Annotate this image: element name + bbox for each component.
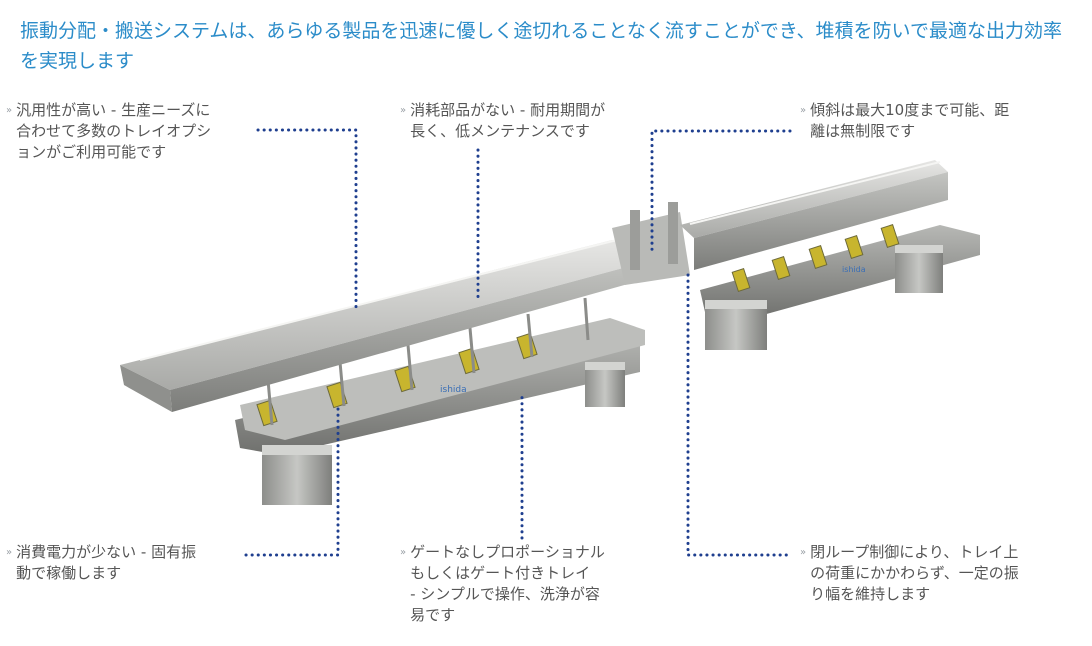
callout-no-wear-parts: » 消耗部品がない - 耐用期間が 長く、低メンテナンスです: [400, 100, 660, 142]
callout-text: 傾斜は最大10度まで可能、距 離は無制限です: [810, 101, 1010, 140]
leader-bottom-left: [244, 403, 340, 557]
bullet-icon: »: [6, 105, 13, 116]
left-base-top: [240, 318, 645, 440]
right-tray-side: [694, 172, 948, 270]
callout-text: ゲートなしプロポーショナル もしくはゲート付きトレイ - シンプルで操作、洗浄が…: [410, 543, 605, 624]
left-feeder-unit: ishida: [120, 237, 660, 505]
bullet-icon: »: [400, 547, 407, 558]
right-feeder-unit: ishida: [680, 160, 980, 350]
callout-text: 消費電力が少ない - 固有振 動で稼働します: [16, 543, 197, 582]
leader-top-left: [256, 128, 358, 314]
callout-text: 汎用性が高い - 生産ニーズに 合わせて多数のトレイオプシ ョンがご利用可能です: [16, 101, 212, 161]
callout-low-power: » 消費電力が少ない - 固有振 動で稼働します: [6, 542, 246, 584]
right-logo-mark: ishida: [842, 265, 866, 274]
callout-incline: » 傾斜は最大10度まで可能、距 離は無制限です: [800, 100, 1075, 142]
left-logo-mark: ishida: [440, 385, 467, 395]
page-headline: 振動分配・搬送システムは、あらゆる製品を迅速に優しく途切れることなく流すことがで…: [20, 20, 1062, 72]
bullet-icon: »: [800, 547, 807, 558]
bullet-icon: »: [400, 105, 407, 116]
callout-versatility: » 汎用性が高い - 生産ニーズに 合わせて多数のトレイオプシ ョンがご利用可能…: [6, 100, 266, 163]
callout-text: 閉ループ制御により、トレイ上 の荷重にかかわらず、一定の振 り幅を維持します: [810, 543, 1019, 603]
callout-tray-gates: » ゲートなしプロポーショナル もしくはゲート付きトレイ - シンプルで操作、洗…: [400, 542, 660, 626]
callout-text: 消耗部品がない - 耐用期間が 長く、低メンテナンスです: [410, 101, 606, 140]
left-tray-side: [170, 258, 660, 412]
right-tray-top: [680, 160, 948, 238]
leader-top-right: [650, 129, 792, 252]
leader-bottom-right: [686, 273, 794, 557]
callout-closed-loop: » 閉ループ制御により、トレイ上 の荷重にかかわらず、一定の振 り幅を維持します: [800, 542, 1080, 605]
bullet-icon: »: [800, 105, 807, 116]
left-tray-top: [120, 240, 660, 390]
bullet-icon: »: [6, 547, 13, 558]
